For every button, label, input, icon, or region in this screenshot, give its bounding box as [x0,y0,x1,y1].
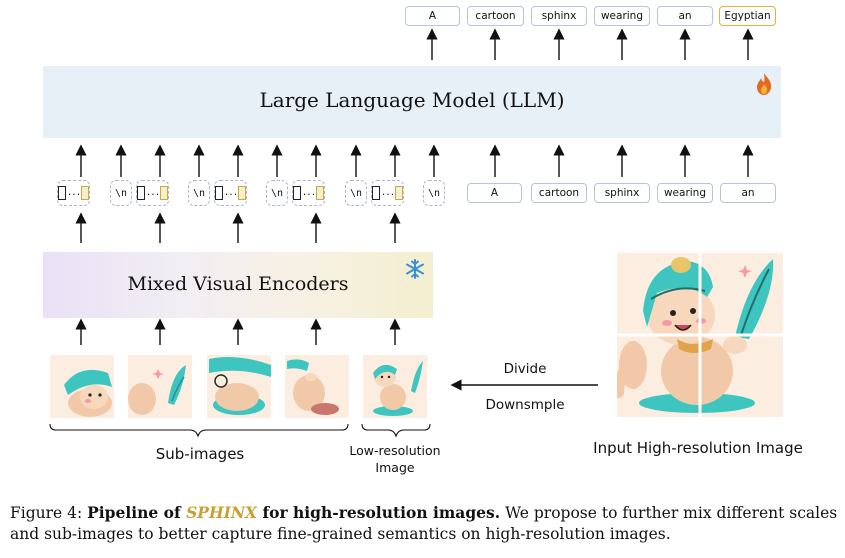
input-text-token: an [720,183,776,203]
llm-label: Large Language Model (LLM) [259,88,565,112]
input-text-token: A [467,183,522,203]
caption-bold-2: for high-resolution images. [257,503,501,522]
sub-image-4 [285,355,349,418]
downsample-label: Downsmple [485,397,565,413]
visual-token-group: ... [136,180,169,206]
caption-prefix: Figure 4: [10,504,88,522]
visual-token-group: ... [214,180,247,206]
newline-token: \n [110,180,132,206]
sub-image-1 [50,355,114,418]
input-text-token: wearing [657,183,713,203]
sub-image-3 [207,355,271,418]
low-resolution-label-line2: Image [375,460,415,475]
input-high-resolution-image [617,253,783,417]
snowflake-icon [406,259,424,279]
newline-token: \n [266,180,288,206]
flame-icon [757,73,772,95]
newline-token: \n [423,180,445,206]
visual-encoder-block: Mixed Visual Encoders [43,252,433,318]
caption-sphinx: SPHINX [186,503,258,522]
visual-token-group: ... [371,180,404,206]
caption-bold-1: Pipeline of [87,503,187,522]
visual-token-group: ... [57,180,90,206]
sub-image-2 [128,355,192,418]
newline-token: \n [188,180,210,206]
low-resolution-image [363,355,427,418]
newline-token: \n [345,180,367,206]
llm-block: Large Language Model (LLM) [43,66,781,138]
output-token-highlighted: Egyptian [719,6,776,26]
output-token: A [405,6,460,26]
encoder-label: Mixed Visual Encoders [127,273,349,295]
output-token: sphinx [531,6,587,26]
caption-rest: We propose to further mix different scal… [10,504,838,543]
input-text-token: sphinx [594,183,650,203]
input-text-token: cartoon [531,183,587,203]
figure-caption: Figure 4: Pipeline of SPHINX for high-re… [10,502,840,545]
output-token: cartoon [467,6,524,26]
sub-images-label: Sub-images [155,445,245,463]
divide-label: Divide [503,361,547,377]
input-image-label: Input High-resolution Image [593,439,803,457]
output-token: an [657,6,713,26]
output-token: wearing [594,6,650,26]
visual-token-group: ... [292,180,325,206]
low-resolution-label-line1: Low-resolution [349,443,441,458]
